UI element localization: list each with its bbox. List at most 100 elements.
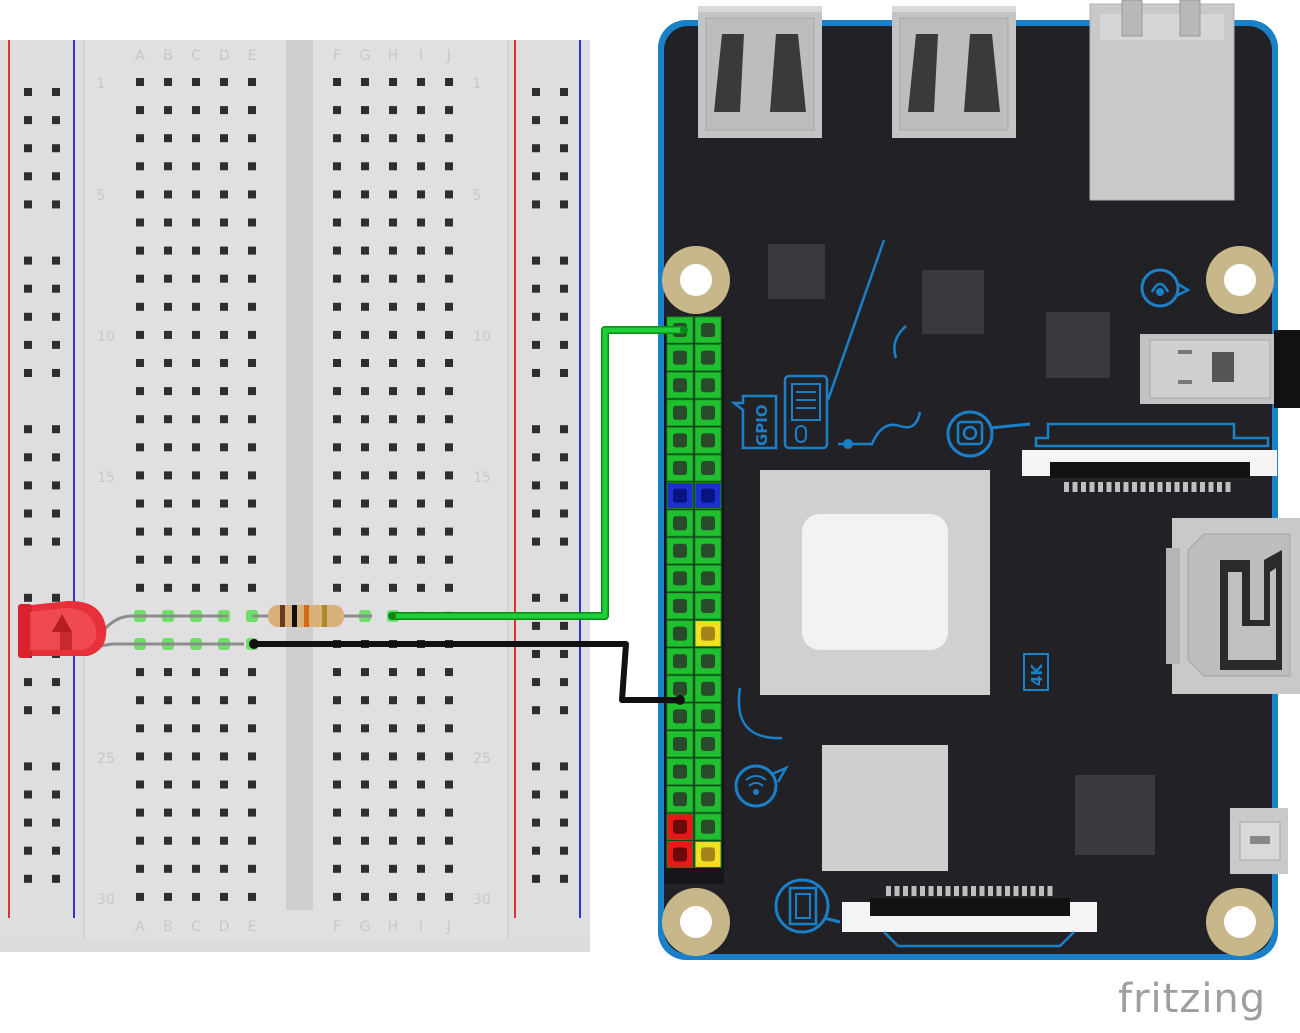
col-letter: F: [333, 48, 341, 64]
breadboard-hole: [192, 443, 200, 452]
row-number: 25: [473, 751, 491, 767]
breadboard-hole: [333, 415, 341, 424]
breadboard-hole: [445, 808, 453, 817]
rail-hole: [24, 88, 32, 96]
rail-hole: [532, 846, 540, 855]
rail-hole: [24, 593, 32, 602]
breadboard-hole: [136, 864, 144, 873]
breadboard-hole: [445, 218, 453, 227]
rail-hole: [532, 172, 540, 181]
rail-hole: [52, 256, 60, 265]
rail-hole: [52, 874, 60, 883]
breadboard-hole: [361, 246, 369, 255]
breadboard-hole: [248, 387, 256, 396]
breadboard-hole: [192, 808, 200, 817]
breadboard-hole: [417, 246, 425, 255]
breadboard-hole: [361, 274, 369, 283]
gpio-pin: [694, 592, 722, 620]
rail-hole: [532, 453, 540, 462]
rail-hole: [24, 453, 32, 462]
breadboard-hole: [389, 892, 397, 901]
breadboard-hole: [164, 780, 172, 789]
gpio-pin-contact: [701, 819, 715, 834]
rail-hole: [24, 678, 32, 687]
breadboard-hole: [136, 134, 144, 143]
breadboard-hole: [220, 274, 228, 283]
rail-hole: [560, 678, 568, 687]
rail-hole: [24, 200, 32, 209]
gpio-pin-contact: [673, 433, 687, 448]
rail-hole: [532, 481, 540, 490]
breadboard-hole: [445, 864, 453, 873]
rail-hole: [532, 762, 540, 771]
breadboard-hole: [248, 106, 256, 115]
breadboard-hole: [361, 443, 369, 452]
row-number: 15: [97, 470, 115, 486]
rail-hole: [532, 369, 540, 377]
breadboard-hole: [361, 162, 369, 171]
breadboard-hole: [389, 583, 397, 592]
breadboard-hole: [136, 696, 144, 705]
rail-hole: [560, 116, 568, 125]
breadboard-hole: [417, 836, 425, 845]
rail-hole: [52, 762, 60, 771]
rail-hole: [560, 481, 568, 490]
breadboard-hole: [417, 134, 425, 143]
breadboard-hole: [361, 499, 369, 508]
gpio-pin-contact: [673, 405, 687, 420]
chip: [922, 270, 984, 334]
rail-hole: [24, 284, 32, 293]
memory-chip: [822, 745, 948, 871]
breadboard-hole: [361, 752, 369, 761]
breadboard-hole: [445, 106, 453, 115]
breadboard-hole: [220, 162, 228, 171]
breadboard-hole: [361, 836, 369, 845]
resolution-text: 4K: [1028, 663, 1046, 686]
mount-hole: [662, 888, 730, 956]
rail-hole: [532, 340, 540, 349]
rail-hole: [532, 144, 540, 153]
breadboard-hole: [445, 583, 453, 592]
breadboard-hole: [164, 302, 172, 311]
breadboard-hole: [192, 864, 200, 873]
breadboard-hole: [445, 527, 453, 536]
breadboard-hole: [164, 218, 172, 227]
row-number: 10: [97, 329, 115, 345]
col-letter: C: [191, 48, 201, 64]
breadboard-hole: [192, 387, 200, 396]
breadboard-hole: [192, 583, 200, 592]
col-letter: I: [419, 48, 423, 64]
breadboard-hole: [192, 752, 200, 761]
gpio-pin-contact: [701, 488, 715, 503]
breadboard-hole: [220, 415, 228, 424]
breadboard-hole: [136, 302, 144, 311]
breadboard-hole: [248, 302, 256, 311]
row-numbers-right: 1 5 10 15 25 30: [473, 76, 491, 908]
breadboard-hole: [417, 780, 425, 789]
breadboard-hole: [136, 668, 144, 677]
breadboard-hole: [417, 668, 425, 677]
col-letter: D: [219, 919, 230, 935]
breadboard-hole: [164, 387, 172, 396]
breadboard-hole: [389, 836, 397, 845]
usb-port-icon: [698, 6, 822, 138]
breadboard-hole: [192, 106, 200, 115]
gpio-pin-contact: [673, 709, 687, 724]
breadboard-hole: [417, 724, 425, 733]
breadboard-hole: [333, 162, 341, 171]
breadboard-hole: [417, 302, 425, 311]
rail-hole: [532, 200, 540, 209]
row-number: 5: [97, 188, 106, 204]
breadboard-hole: [361, 780, 369, 789]
breadboard-hole: [164, 246, 172, 255]
rail-hole: [24, 762, 32, 771]
gpio-pin-contact: [701, 405, 715, 420]
gpio-pin-contact: [673, 350, 687, 365]
breadboard-hole: [220, 668, 228, 677]
breadboard-hole: [361, 359, 369, 367]
breadboard-hole: [248, 218, 256, 227]
breadboard-hole: [389, 134, 397, 143]
gpio-header: [664, 316, 724, 884]
gpio-pin-contact: [673, 461, 687, 475]
breadboard-hole: [248, 274, 256, 283]
